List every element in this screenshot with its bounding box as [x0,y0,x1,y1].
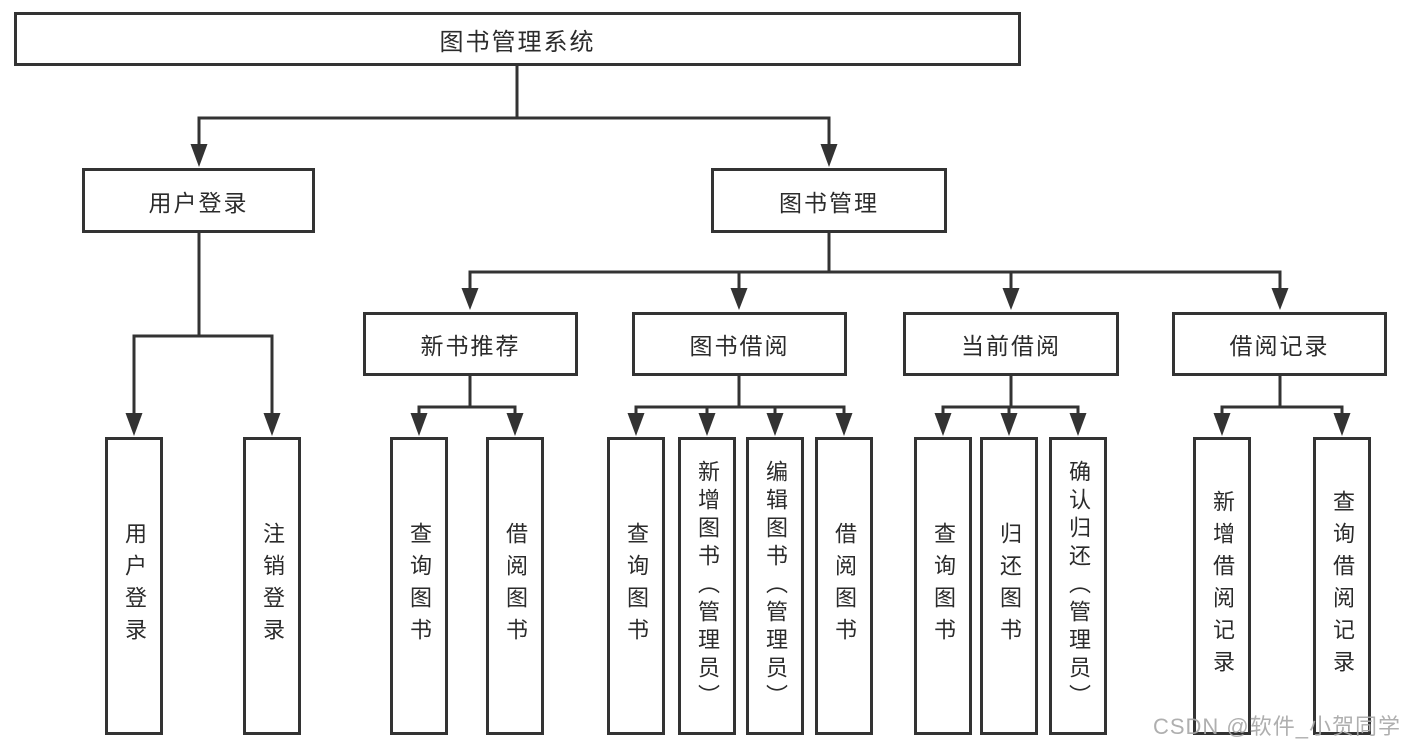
node-leaf-return-books-label: 归还图书 [997,522,1022,650]
connector-bookborrow-rail [634,405,846,415]
node-leaf-query-borrow-record-label: 查询借阅记录 [1330,490,1355,682]
arrowhead [190,144,208,167]
arrowhead [1002,288,1020,310]
arrowhead [1000,413,1018,436]
arrowhead [263,413,281,436]
arrowhead [1213,413,1231,436]
connector-level3-rail [468,270,1282,290]
node-leaf-add-borrow-record-label: 新增借阅记录 [1210,490,1235,682]
node-leaf-logout-label: 注销登录 [260,522,285,650]
node-book-borrow: 图书借阅 [632,312,847,376]
node-leaf-query-books-rec-label: 查询图书 [407,522,432,650]
node-leaf-add-borrow-record: 新增借阅记录 [1193,437,1251,735]
node-book-management: 图书管理 [711,168,947,233]
node-user-login-label: 用户登录 [148,189,249,216]
arrowhead [410,413,428,436]
node-borrow-records: 借阅记录 [1172,312,1387,376]
node-current-borrow-label: 当前借阅 [961,333,1061,359]
node-leaf-query-books-bor: 查询图书 [607,437,665,735]
node-leaf-add-books-label: 新增图书（管理员） [695,460,720,712]
node-root-label: 图书管理系统 [439,28,596,56]
node-borrow-records-label: 借阅记录 [1229,333,1330,359]
node-new-book-recommend: 新书推荐 [363,312,578,376]
node-leaf-borrow-books-rec: 借阅图书 [486,437,544,735]
arrowhead [627,413,645,436]
arrowhead [506,413,524,436]
arrowheads [125,144,1351,436]
arrowhead [835,413,853,436]
arrowhead [820,144,838,167]
node-leaf-confirm-return: 确认归还（管理员） [1049,437,1107,735]
csdn-watermark: CSDN @软件_小贺同学 [1152,714,1401,739]
connector-paths [132,66,1344,415]
connector-records-rail [1220,405,1344,415]
node-leaf-borrow-books-rec-label: 借阅图书 [503,522,528,650]
node-leaf-return-books: 归还图书 [980,437,1038,735]
connector-userlogin-rail [132,334,274,415]
node-leaf-logout: 注销登录 [243,437,301,735]
node-leaf-confirm-return-label: 确认归还（管理员） [1066,460,1091,712]
node-current-borrow: 当前借阅 [903,312,1119,376]
arrowhead [766,413,784,436]
connector-newbook-rail [417,405,517,415]
arrowhead [1271,288,1289,310]
node-leaf-query-books-cur-label: 查询图书 [931,522,956,650]
node-leaf-user-login: 用户登录 [105,437,163,735]
node-leaf-edit-books-label: 编辑图书（管理员） [763,460,788,712]
arrowhead [934,413,952,436]
node-leaf-add-books: 新增图书（管理员） [678,437,736,735]
arrowhead [125,413,143,436]
arrowhead [1333,413,1351,436]
arrowhead [1069,413,1087,436]
node-leaf-user-login-label: 用户登录 [122,522,147,650]
node-leaf-query-books-bor-label: 查询图书 [624,522,649,650]
arrowhead [730,288,748,310]
node-leaf-edit-books: 编辑图书（管理员） [746,437,804,735]
node-leaf-borrow-books-bor-label: 借阅图书 [832,522,857,650]
node-leaf-query-borrow-record: 查询借阅记录 [1313,437,1371,735]
node-new-book-recommend-label: 新书推荐 [420,333,521,359]
node-root: 图书管理系统 [14,12,1021,66]
node-user-login: 用户登录 [82,168,315,233]
node-leaf-query-books-cur: 查询图书 [914,437,972,735]
node-book-borrow-label: 图书借阅 [689,333,790,359]
node-book-management-label: 图书管理 [779,189,879,216]
arrowhead [461,288,479,310]
node-leaf-borrow-books-bor: 借阅图书 [815,437,873,735]
arrowhead [698,413,716,436]
node-leaf-query-books-rec: 查询图书 [390,437,448,735]
connector-level2-rail [197,116,831,146]
